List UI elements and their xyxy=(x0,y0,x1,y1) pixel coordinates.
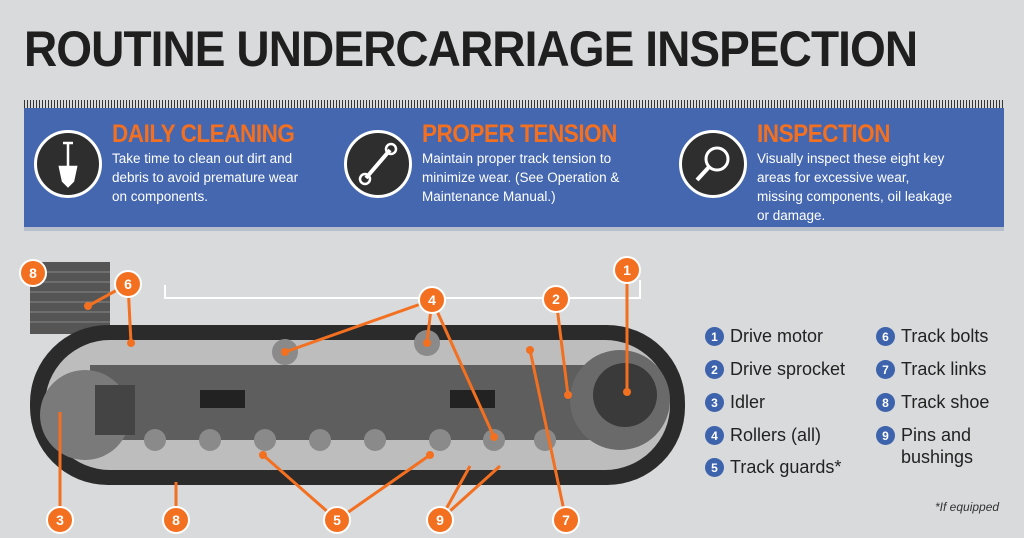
callout-4: 4 xyxy=(418,286,446,314)
callout-8-top: 8 xyxy=(19,259,47,287)
callout-3: 3 xyxy=(46,506,74,534)
svg-text:8: 8 xyxy=(172,512,180,528)
callout-1: 1 xyxy=(613,256,641,284)
page-title: ROUTINE UNDERCARRIAGE INSPECTION xyxy=(24,21,918,77)
card-proper-tension: PROPER TENSION Maintain proper track tens… xyxy=(344,120,639,206)
svg-text:2: 2 xyxy=(552,291,560,307)
callout-7: 7 xyxy=(552,506,580,534)
card-heading: DAILY CLEANING xyxy=(112,120,295,148)
callout-8: 8 xyxy=(162,506,190,534)
card-text: Take time to clean out dirt and debris t… xyxy=(112,151,299,204)
card-heading: PROPER TENSION xyxy=(422,120,617,148)
card-text: Visually inspect these eight key areas f… xyxy=(757,151,953,223)
callout-5: 5 xyxy=(323,506,351,534)
callout-2: 2 xyxy=(542,285,570,313)
card-heading: INSPECTION xyxy=(757,120,891,148)
shovel-icon xyxy=(34,130,102,198)
svg-text:3: 3 xyxy=(56,512,64,528)
callout-9: 9 xyxy=(426,506,454,534)
callout-6: 6 xyxy=(114,270,142,298)
card-inspection: INSPECTION Visually inspect these eight k… xyxy=(679,120,957,225)
machine-body-outline xyxy=(164,280,641,299)
magnifier-icon xyxy=(679,130,747,198)
svg-text:1: 1 xyxy=(623,262,631,278)
card-daily-cleaning: DAILY CLEANING Take time to clean out dir… xyxy=(34,120,315,206)
footnote: *If equipped xyxy=(935,500,1000,514)
tips-banner: DAILY CLEANING Take time to clean out dir… xyxy=(24,108,1004,231)
card-text: Maintain proper track tension to minimiz… xyxy=(422,151,620,204)
svg-text:7: 7 xyxy=(562,512,570,528)
svg-text:6: 6 xyxy=(124,276,132,292)
svg-text:8: 8 xyxy=(29,265,37,281)
track-frame xyxy=(90,365,590,440)
undercarriage-diagram: 1 2 4 6 8 3 8 5 9 7 xyxy=(19,256,685,534)
divider xyxy=(24,100,1004,108)
wrench-icon xyxy=(344,130,412,198)
svg-text:9: 9 xyxy=(436,512,444,528)
svg-text:5: 5 xyxy=(333,512,341,528)
svg-text:4: 4 xyxy=(428,292,436,308)
